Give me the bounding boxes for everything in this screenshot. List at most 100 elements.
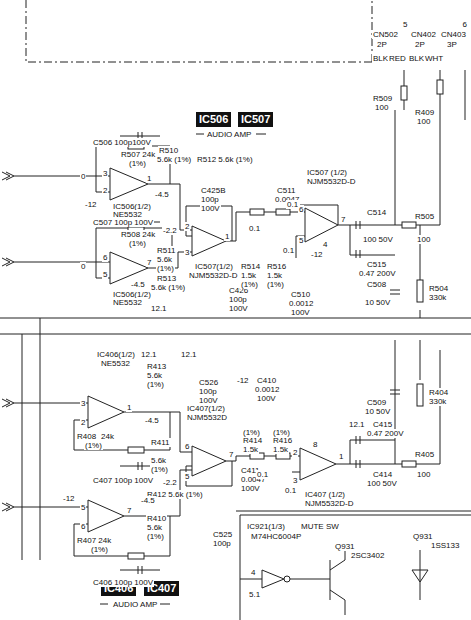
part-label: Q931: [412, 532, 434, 541]
part-label: (1%): [128, 239, 147, 248]
part-label: 5.6k: [146, 371, 163, 380]
part-label: 100p: [198, 387, 218, 396]
part-label: 4: [322, 240, 328, 249]
part-label: C407 100p 100V: [92, 476, 154, 485]
part-label: C410: [256, 376, 277, 385]
part-label: M74HC6004P: [250, 532, 302, 541]
part-label: NE5532: [112, 298, 143, 307]
part-label: R513: [156, 274, 177, 283]
part-label: -12: [84, 200, 98, 209]
part-label: C515: [366, 260, 387, 269]
part-label: (1%): [266, 280, 285, 289]
part-label: 1.5k: [266, 271, 283, 280]
part-label: 2P: [376, 40, 388, 49]
part-label: AUDIO AMP: [206, 130, 252, 139]
part-label: C525: [212, 530, 233, 539]
part-label: 0.1: [248, 224, 261, 233]
part-label: 100V: [228, 304, 249, 313]
part-label: 7: [228, 450, 234, 459]
part-label: 2SC3402: [350, 551, 385, 560]
part-label: IC407 (1/2): [304, 490, 346, 499]
part-label: 100: [374, 103, 389, 112]
part-label: 0.47 200V: [366, 429, 404, 438]
capacitor-symbol: [120, 132, 400, 574]
part-label: 10 50V: [364, 298, 391, 307]
part-label: (1%): [146, 380, 165, 389]
part-label: -2.2: [162, 226, 178, 235]
part-label: 5: [298, 236, 304, 245]
part-label: 6: [462, 20, 468, 29]
part-label: NJM5532D-D: [306, 177, 356, 186]
part-label: 100p: [212, 539, 232, 548]
part-label: BLK: [408, 54, 425, 63]
part-label: R510: [158, 146, 179, 155]
part-label: 100V: [240, 484, 261, 493]
part-label: 100 50V: [362, 235, 394, 244]
part-label: C511: [276, 186, 297, 195]
part-label: 1.5k: [240, 271, 257, 280]
part-label: R504: [428, 284, 449, 293]
wire: [0, 70, 471, 620]
part-label: (1%): [272, 428, 291, 437]
part-label: 8: [312, 440, 318, 449]
part-label: (1%): [240, 280, 259, 289]
part-label: RED: [388, 54, 407, 63]
part-label: 4: [250, 568, 256, 577]
part-label: 12.1: [348, 420, 366, 429]
part-label: 1: [146, 174, 152, 183]
part-label: C514: [366, 208, 387, 217]
part-label: 7: [340, 215, 346, 224]
part-label: 0.1: [282, 246, 295, 255]
ic-name: IC506: [199, 113, 228, 125]
part-label: 7: [126, 506, 132, 515]
part-label: R505: [414, 212, 435, 221]
part-label: C510: [290, 290, 311, 299]
part-label: IC921(1/3): [246, 522, 286, 531]
part-label: R507 24k: [120, 150, 156, 159]
part-label: (1%): [146, 532, 165, 541]
part-label: R414: [242, 436, 263, 445]
part-label: R410: [146, 514, 167, 523]
part-label: NJM5532D-D: [304, 499, 354, 508]
part-label: 0.0012: [254, 385, 280, 394]
part-label: 2P: [414, 40, 426, 49]
part-label: 2: [292, 448, 298, 457]
part-label: CN403: [440, 30, 467, 39]
part-label: 5: [402, 20, 408, 29]
part-label: R409: [414, 108, 435, 117]
resistor-symbol: [128, 80, 443, 559]
part-label: 1: [338, 452, 344, 461]
part-label: 1SS133: [430, 541, 460, 550]
part-label: IC406(1/2): [96, 350, 136, 359]
part-label: 5.6k: [146, 523, 163, 532]
part-label: -2.2: [162, 478, 178, 487]
part-label: 5.6k: [150, 456, 167, 465]
part-label: 12.1: [150, 304, 168, 313]
part-label: AUDIO AMP: [112, 600, 158, 609]
ic-name-box: IC507: [238, 112, 273, 127]
part-label: 100V: [200, 204, 221, 213]
part-label: R511: [156, 246, 177, 255]
part-label: -4.5: [154, 190, 170, 199]
part-label: C406 100p 100V: [92, 578, 154, 587]
part-label: 330k: [428, 397, 447, 406]
part-label: -4.5: [140, 496, 156, 505]
part-label: 1.5k: [272, 445, 289, 454]
part-label: CN402: [410, 30, 437, 39]
part-label: 6: [184, 442, 190, 451]
part-label: R508 24k: [120, 230, 156, 239]
part-label: R512 5.6k (1%): [196, 155, 254, 164]
part-label: 5.1: [248, 590, 261, 599]
part-label: 100: [416, 235, 431, 244]
part-label: C414: [372, 470, 393, 479]
part-label: R416: [272, 436, 293, 445]
part-label: 3: [80, 399, 86, 408]
part-label: 0.47 200V: [358, 269, 396, 278]
part-label: 3: [184, 248, 190, 257]
part-label: 5: [184, 472, 190, 481]
part-label: 6: [80, 522, 86, 531]
part-label: R408: [76, 432, 97, 441]
part-label: NJM5532D-D: [188, 271, 238, 280]
part-label: WHT: [424, 54, 444, 63]
part-label: C415: [372, 420, 393, 429]
